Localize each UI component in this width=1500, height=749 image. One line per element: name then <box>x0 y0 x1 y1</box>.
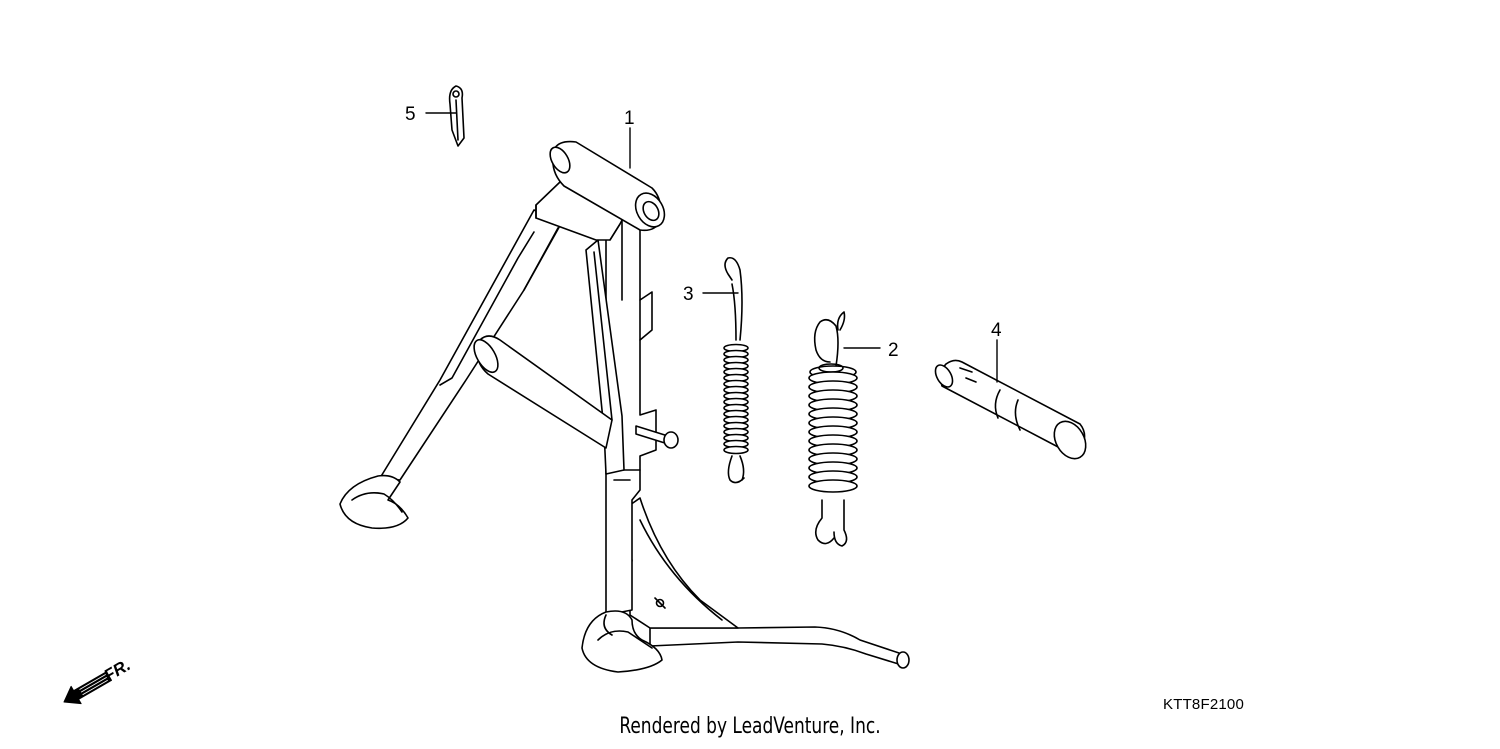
arrow-front-icon <box>63 671 113 705</box>
stand-spring-large-drawing <box>808 311 858 547</box>
callout-part-3: 3 <box>683 284 694 305</box>
cotter-pin-drawing <box>448 85 465 147</box>
main-stand-drawing <box>339 140 910 673</box>
leader-lines <box>425 112 998 383</box>
callout-part-5: 5 <box>405 104 416 125</box>
callout-part-4: 4 <box>991 320 1002 341</box>
diagram-code: KTT8F2100 <box>1163 696 1245 713</box>
stand-spring-small-drawing <box>723 256 749 484</box>
spring-coil <box>808 479 858 493</box>
stand-pivot-pin-drawing <box>934 359 1087 460</box>
front-direction-indicator: FR. <box>63 655 134 705</box>
callout-part-1: 1 <box>624 108 635 129</box>
credit-text: Rendered by LeadVenture, Inc. <box>619 714 881 739</box>
spring-coil <box>723 445 749 455</box>
callout-part-2: 2 <box>888 340 899 361</box>
